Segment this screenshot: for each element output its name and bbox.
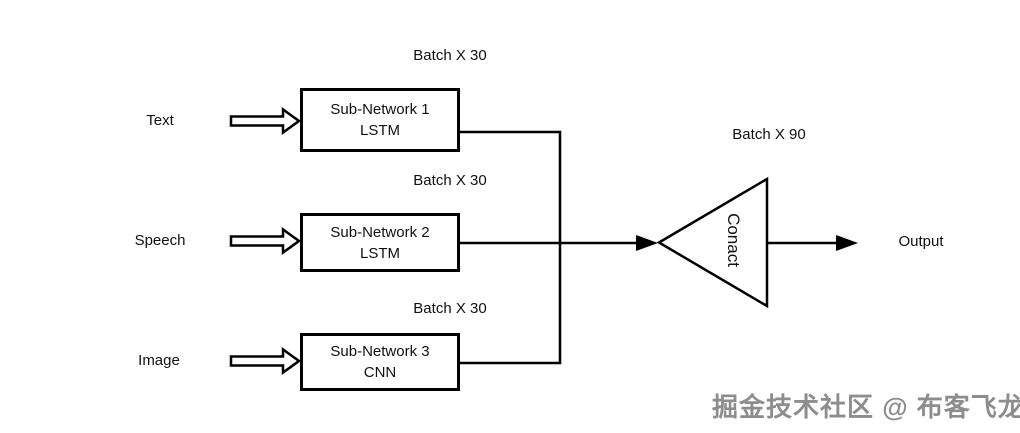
input-arrow-icon [229, 347, 302, 375]
input-arrow-icon [229, 227, 302, 255]
arrowhead-output-icon [836, 235, 858, 251]
node-sub-network-2: Sub-Network 2 LSTM [300, 213, 460, 272]
node-title: Sub-Network 2 [330, 223, 430, 241]
batch-label-merge: Batch X 90 [732, 126, 806, 143]
merge-label: Conact [724, 213, 743, 267]
batch-label-3: Batch X 30 [413, 300, 487, 317]
node-sub-network-1: Sub-Network 1 LSTM [300, 88, 460, 152]
node-title: Sub-Network 1 [330, 101, 430, 118]
node-title: Sub-Network 3 [330, 343, 430, 360]
arrowhead-into-merge-icon [636, 235, 658, 251]
input-label-image: Image [138, 352, 180, 369]
input-arrow-icon [229, 107, 302, 135]
node-sub-network-3: Sub-Network 3 CNN [300, 333, 460, 391]
batch-label-2: Batch X 30 [413, 172, 487, 189]
node-subtitle: LSTM [359, 122, 400, 139]
input-label-text: Text [146, 112, 174, 129]
merge-triangle [656, 176, 769, 309]
watermark: 掘金技术社区 @ 布客飞龙 [712, 392, 1020, 422]
connector-branch-lines [460, 130, 562, 365]
batch-label-1: Batch X 30 [413, 47, 487, 64]
node-subtitle: CNN [363, 364, 397, 381]
node-subtitle: LSTM [359, 244, 400, 262]
output-label: Output [898, 233, 944, 250]
input-label-speech: Speech [134, 232, 186, 249]
